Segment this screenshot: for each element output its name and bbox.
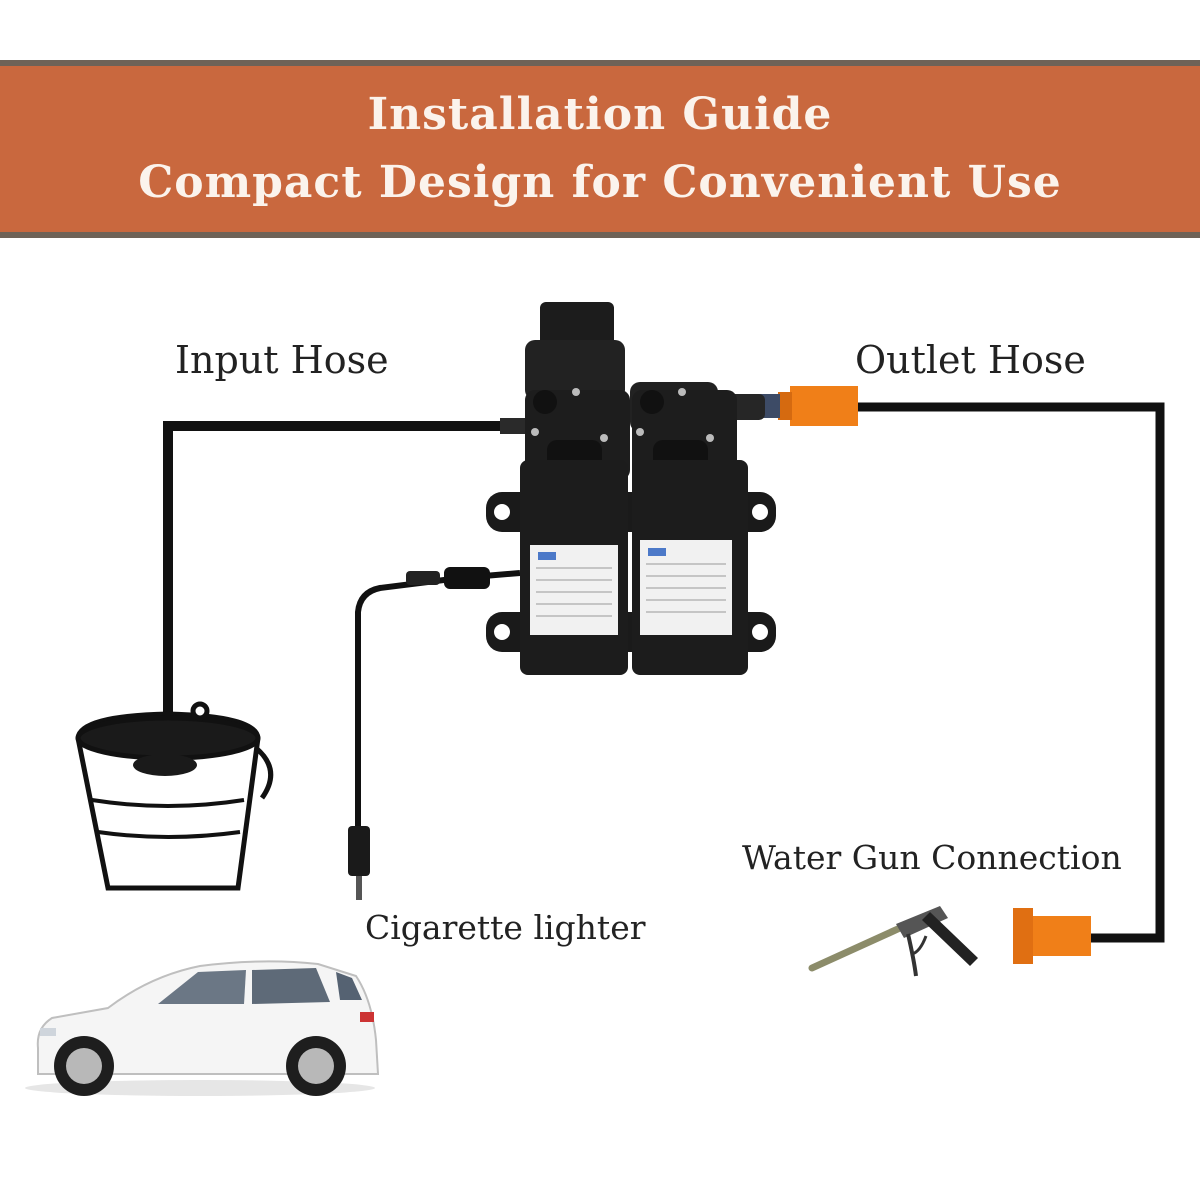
water-gun-fitting-icon — [1013, 908, 1091, 964]
title-banner: Installation Guide Compact Design for Co… — [0, 60, 1200, 238]
input-hose-label: Input Hose — [175, 338, 389, 382]
water-gun-connection-label: Water Gun Connection — [742, 838, 1122, 877]
cigarette-lighter-label: Cigarette lighter — [365, 908, 646, 947]
input-hose — [163, 421, 520, 760]
spray-gun-icon — [808, 906, 978, 977]
outlet-hose — [858, 402, 1165, 943]
bucket-icon — [75, 701, 274, 891]
car-icon — [25, 960, 380, 1096]
cigarette-plug-icon — [348, 567, 490, 900]
outlet-hose-label: Outlet Hose — [855, 338, 1086, 382]
pump-icon — [486, 302, 776, 675]
power-cable — [355, 570, 521, 830]
banner-title: Installation Guide — [367, 89, 833, 140]
banner-subtitle: Compact Design for Convenient Use — [138, 157, 1062, 208]
outlet-fitting-icon — [758, 386, 858, 426]
